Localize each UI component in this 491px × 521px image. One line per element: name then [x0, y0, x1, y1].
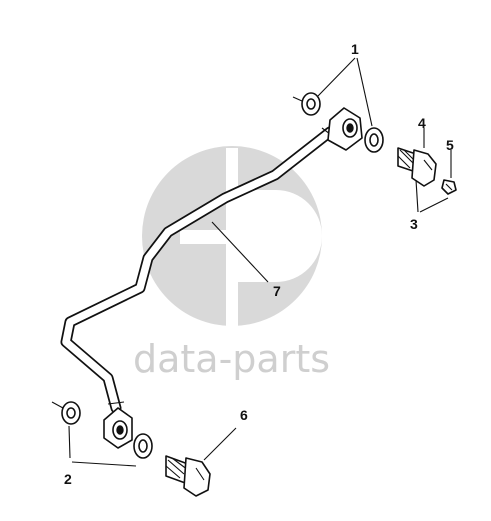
callout-1: 1: [351, 41, 359, 57]
lower-banjo-fitting: [103, 407, 133, 449]
leader-lines: [68, 57, 452, 467]
upper-washer-left: [292, 92, 321, 116]
upper-banjo-fitting: [327, 107, 363, 151]
callout-2: 2: [64, 471, 72, 487]
upper-banjo-bolt: [397, 147, 437, 187]
lower-washer-right: [133, 433, 153, 459]
watermark-logo: [142, 146, 322, 326]
callout-5: 5: [446, 137, 454, 153]
bleed-screw: [441, 179, 457, 195]
callout-4: 4: [418, 115, 426, 131]
lower-banjo-bolt: [165, 455, 211, 497]
upper-washer-right: [364, 127, 384, 153]
lower-washer-left: [51, 401, 81, 425]
watermark-text: data-parts: [133, 337, 330, 381]
callout-6: 6: [240, 407, 248, 423]
pipe-assembly: [60, 126, 339, 414]
callout-3: 3: [410, 216, 418, 232]
callout-7: 7: [273, 283, 281, 299]
